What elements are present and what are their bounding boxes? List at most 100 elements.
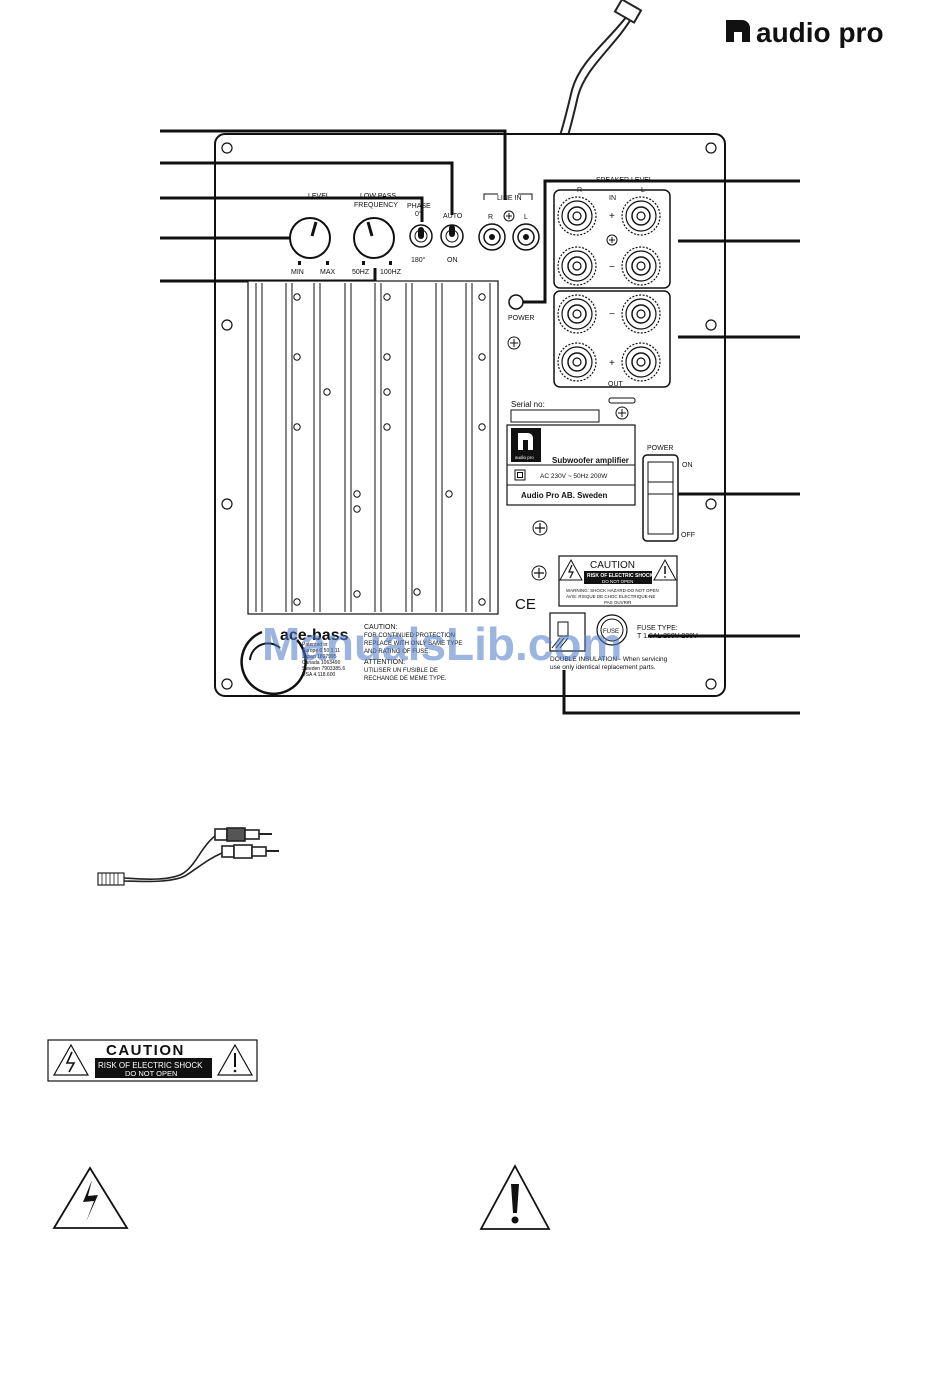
rating-plate-product: Subwoofer amplifier [552, 456, 629, 465]
speaker-level-label: SPEAKER LEVEL [596, 177, 653, 184]
panel-screw-holes [221, 142, 717, 690]
auto-on-label: ON [447, 257, 458, 264]
heatsink-hole [353, 505, 361, 513]
level-min-mark [298, 261, 301, 265]
speaker-out-minus: − [609, 309, 615, 320]
heatsink-hole [383, 293, 391, 301]
heatsink-hole [323, 388, 331, 396]
lowpass-min-mark [362, 261, 365, 265]
ace-bass-patent-6: USA 4.118.600 [302, 672, 335, 678]
binding-posts [557, 196, 661, 382]
serial-field [510, 409, 600, 423]
lowpass-frequency-knob[interactable] [353, 217, 395, 259]
panel-caution-line1: RISK OF ELECTRIC SHOCK [587, 573, 654, 579]
lowpass-label-1: LOW PASS [360, 193, 396, 200]
panel-caution-title: CAUTION [590, 560, 635, 571]
phase-0-label: 0° [415, 210, 422, 218]
binding-post[interactable] [621, 342, 661, 382]
caution-box-shock-icon [52, 1043, 90, 1076]
fuse-caution-l2: REPLACE WITH ONLY SAME TYPE [364, 641, 462, 647]
panel-caution-label: CAUTION RISK OF ELECTRIC SHOCK DO NOT OP… [558, 555, 678, 607]
panel-fuse-caution: CAUTION: FOR CONTINUED PROTECTION REPLAC… [364, 624, 462, 682]
fuse-caution-l3: AND RATING OF FUSE. [364, 649, 430, 655]
line-in-r-jack[interactable] [478, 223, 506, 251]
heatsink-hole [353, 490, 361, 498]
rca-cable-illustration [97, 827, 279, 886]
insulation-line2: use only identical replacement parts. [550, 664, 656, 671]
speaker-r-label: R [577, 187, 582, 194]
ace-bass-patent-4: Canada 1063490 [302, 660, 341, 666]
level-min-label: MIN [291, 269, 304, 276]
ace-bass-patent-5: Sweden 7903385.6 [302, 666, 345, 672]
binding-post[interactable] [557, 294, 597, 334]
power-led [508, 294, 524, 310]
rating-plate-logo-text: audio pro [515, 455, 534, 460]
heatsink-hole [383, 388, 391, 396]
phase-label: PHASE [407, 203, 431, 210]
heatsink [247, 280, 499, 615]
auto-label: AUTO [443, 213, 463, 220]
caution-box-line2: DO NOT OPEN [125, 1069, 177, 1078]
power-switch[interactable] [642, 454, 679, 542]
panel-caution-warn3: PAS OUVRIR [604, 600, 632, 605]
serial-screw [615, 406, 629, 420]
heatsink-hole [478, 598, 486, 606]
auto-on-switch[interactable] [440, 224, 464, 248]
binding-post[interactable] [557, 196, 597, 236]
heatsink-hole [383, 423, 391, 431]
speaker-out-plus: + [609, 358, 615, 369]
fuse-attention-l5: RECHANGE DE MEME TYPE. [364, 676, 447, 682]
line-in-l-jack[interactable] [512, 223, 540, 251]
binding-post[interactable] [621, 246, 661, 286]
heatsink-hole [293, 423, 301, 431]
fuse-caution-title: CAUTION: [364, 624, 398, 631]
phase-180-label: 180° [411, 256, 426, 264]
ace-bass-block: ace-bass Patented in: Europe 0 50 1 11 J… [240, 627, 349, 696]
brand-name: audio pro [756, 17, 884, 48]
fuse-holder[interactable] [596, 614, 628, 646]
heatsink-hole [413, 588, 421, 596]
line-in-r-label: R [488, 214, 493, 221]
lowpass-min-label: 50HZ [352, 269, 370, 276]
lowpass-max-label: 100HZ [380, 269, 402, 276]
power-led-label: POWER [508, 315, 534, 322]
panel-caution-warn1: WARNING: SHOCK HAZARD-DO NOT OPEN [566, 588, 659, 593]
speaker-in-label: IN [609, 195, 616, 202]
electric-shock-warning-icon [52, 1166, 129, 1229]
heatsink-hole [293, 293, 301, 301]
audio-pro-logo: audio pro [726, 17, 884, 48]
lowpass-label-2: FREQUENCY [354, 202, 398, 209]
binding-post[interactable] [557, 246, 597, 286]
lowpass-max-mark [389, 261, 392, 265]
serial-label: Serial no: [511, 400, 545, 409]
fuse-attention-title: ATTENTION: [364, 659, 405, 666]
speaker-out-label: OUT [608, 381, 624, 388]
binding-post[interactable] [557, 342, 597, 382]
caution-box-title: CAUTION [106, 1042, 185, 1059]
level-label: LEVEL [308, 193, 330, 200]
heatsink-hole [293, 353, 301, 361]
watermark: ManualsLib.com [262, 618, 622, 670]
phase-switch[interactable] [409, 224, 433, 248]
logo-icon [726, 20, 750, 42]
level-knob[interactable] [289, 217, 331, 259]
binding-post[interactable] [621, 294, 661, 334]
fuse-rating: T 1.6AL 250V 230V [637, 633, 698, 640]
speaker-center-screw [606, 234, 618, 246]
fuse-label: FUSE [603, 629, 619, 635]
ace-bass-logo-arc [240, 630, 307, 696]
panel-ground-screw [507, 336, 521, 350]
shock-warning-icon [559, 558, 583, 581]
speaker-in-minus: − [609, 262, 615, 273]
fuse-holder-left [549, 612, 586, 652]
heatsink-hole [353, 590, 361, 598]
panel-caution-warn2: AVIS: RISQUE DE CHOC ELECTRIQUE-NE [566, 594, 655, 599]
power-switch-label: POWER [647, 445, 673, 452]
binding-post[interactable] [621, 196, 661, 236]
level-max-label: MAX [320, 269, 336, 276]
rating-plate-logo-icon [518, 433, 533, 450]
ace-bass-patent-2: Europe 0 50 1 11 [302, 648, 340, 654]
fuse-attention-l4: UTILISER UN FUSIBLE DE [364, 668, 438, 674]
exclamation-warning-large-icon [479, 1164, 551, 1230]
